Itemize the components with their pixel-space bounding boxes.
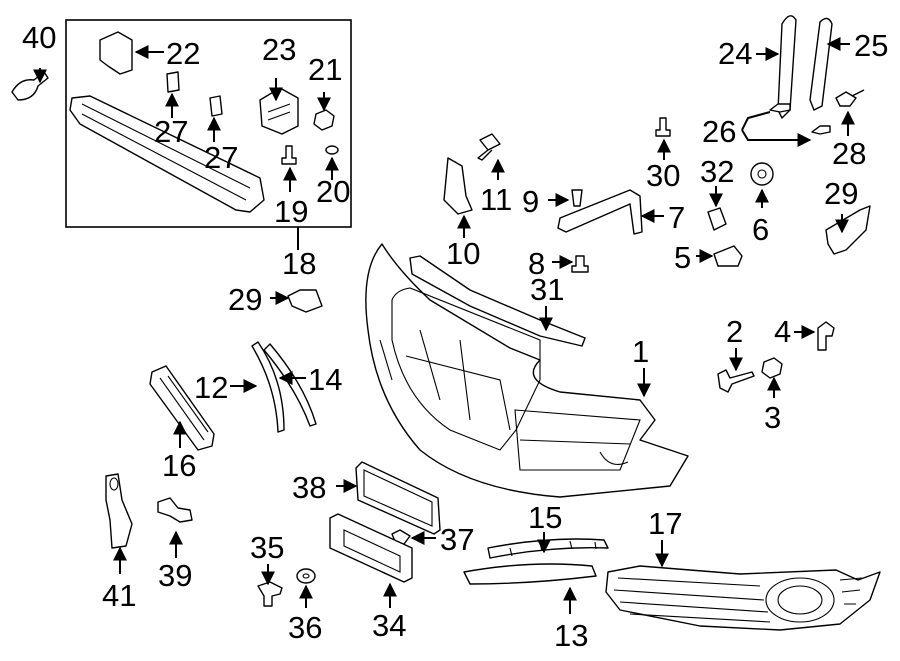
molding-12 — [251, 341, 285, 433]
trim-15 — [487, 538, 609, 559]
bolt-8 — [571, 255, 589, 273]
callout-10: 10 — [446, 236, 480, 271]
reinforcement-kit-box — [65, 19, 352, 228]
callout-33: 32 — [700, 154, 734, 189]
callout-6: 6 — [752, 212, 769, 247]
callout-16: 16 — [162, 448, 196, 483]
clip-9 — [571, 189, 583, 207]
callout-28: 28 — [832, 136, 866, 171]
bracket-30 — [825, 205, 871, 255]
leader-arrows — [33, 37, 855, 614]
cover-29 — [287, 289, 323, 313]
bracket-10 — [443, 157, 473, 215]
bracket-22 — [99, 31, 133, 75]
callout-1: 1 — [632, 334, 649, 369]
molding-14 — [263, 343, 317, 427]
callout-41: 41 — [102, 578, 136, 613]
trim-13 — [463, 563, 597, 585]
callout-19: 19 — [274, 194, 308, 229]
callout-11: 11 — [480, 182, 512, 217]
nut-3 — [761, 357, 783, 379]
nut-21 — [313, 109, 335, 131]
bolt-36 — [257, 581, 283, 607]
strip-25 — [809, 17, 833, 111]
callout-23: 23 — [262, 32, 296, 67]
callout-5: 5 — [674, 240, 691, 275]
callout-14: 14 — [308, 362, 342, 397]
callout-9: 9 — [522, 184, 539, 219]
bracket-23 — [259, 87, 299, 135]
clip-33 — [707, 207, 727, 231]
washer-20 — [325, 145, 339, 155]
impact-bar — [69, 95, 265, 213]
bolt-28 — [835, 89, 865, 107]
callout-36: 35 — [250, 530, 284, 565]
callout-12: 12 — [194, 370, 228, 405]
callout-27-b: 27 — [204, 140, 238, 175]
callout-8: 8 — [528, 246, 545, 281]
callout-7: 7 — [668, 200, 685, 235]
screw-26-b — [811, 125, 831, 135]
callout-17: 17 — [648, 506, 682, 541]
grille-17 — [605, 565, 881, 631]
bracket-41 — [105, 473, 133, 549]
grommet-6 — [750, 162, 774, 186]
callout-30: 29 — [824, 176, 858, 211]
callout-24: 24 — [718, 36, 752, 71]
callout-21: 21 — [308, 52, 342, 87]
plate-holder-39 — [355, 461, 441, 535]
callout-38: 37 — [440, 522, 474, 557]
callout-15: 15 — [528, 500, 562, 535]
bracket-35 — [329, 513, 413, 583]
callout-39: 38 — [292, 470, 326, 505]
callout-34: 40 — [22, 20, 56, 55]
callout-37: 36 — [288, 610, 322, 645]
pad-27-a — [166, 71, 180, 93]
callout-27-a: 27 — [154, 114, 188, 149]
sensor-40 — [157, 497, 193, 523]
callout-25: 25 — [854, 28, 888, 63]
bolt-11 — [477, 133, 501, 161]
callout-32: 31 — [530, 272, 564, 307]
screw-26-a — [769, 103, 791, 113]
callout-22: 22 — [166, 36, 200, 71]
callout-35: 34 — [372, 608, 406, 643]
bumper-cover — [365, 243, 689, 498]
callout-13: 13 — [554, 618, 588, 653]
callout-20: 20 — [316, 174, 350, 209]
callout-2: 2 — [726, 314, 743, 349]
clip-5 — [713, 245, 743, 267]
callout-labels: 40 22 23 21 27 27 19 20 18 10 11 9 7 8 3… — [22, 20, 888, 653]
callout-31: 30 — [646, 158, 680, 193]
clip-34 — [11, 71, 49, 101]
strip-24 — [777, 15, 797, 119]
callout-26: 26 — [702, 114, 736, 149]
washer-37 — [296, 568, 316, 584]
bolt-2 — [717, 369, 755, 393]
callout-18: 18 — [282, 246, 316, 281]
callout-3: 3 — [764, 400, 781, 435]
bolt-4 — [817, 321, 835, 351]
callout-29: 29 — [228, 282, 262, 317]
bolt-19 — [281, 145, 297, 165]
bolt-31 — [655, 117, 671, 137]
callout-4: 4 — [774, 314, 791, 349]
bracket-7 — [557, 189, 643, 235]
callout-40: 39 — [158, 558, 192, 593]
pad-27-b — [209, 95, 223, 117]
